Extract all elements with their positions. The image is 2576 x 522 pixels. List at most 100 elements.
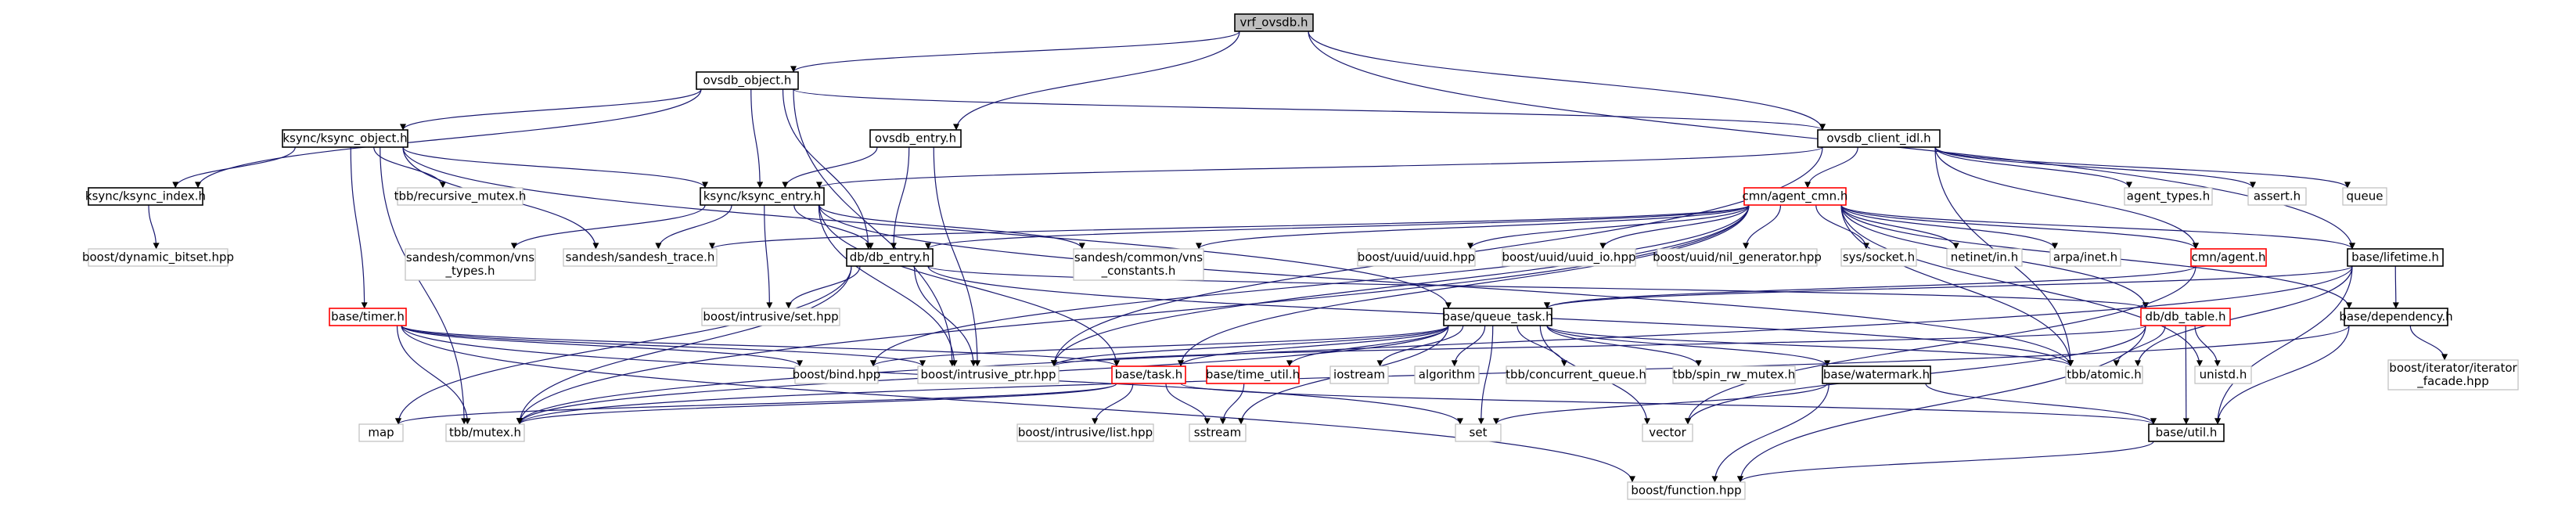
node-label: boost/bind.hpp <box>793 368 881 382</box>
node-ksync-ksync-object-h[interactable]: ksync/ksync_object.h <box>282 129 408 148</box>
edge-vrf-to-idl <box>1308 31 1826 131</box>
node-base-util-h[interactable]: base/util.h <box>2148 423 2225 442</box>
node-vrf-ovsdb-h[interactable]: vrf_ovsdb.h <box>1234 13 1314 32</box>
node-label: tbb/mutex.h <box>449 426 521 440</box>
node-box <box>700 187 825 206</box>
edge-btask-to-map <box>395 383 1117 425</box>
node-base-timer-h[interactable]: base/timer.h <box>329 308 407 326</box>
edge-btask-to-mutex <box>516 383 1117 425</box>
node-label: ksync/ksync_index.h <box>85 189 206 204</box>
node-db-db-entry-h[interactable]: db/db_entry.h <box>846 248 934 267</box>
node-boost-bind-hpp: boost/bind.hpp <box>793 365 881 384</box>
node-base-watermark-h[interactable]: base/watermark.h <box>1822 365 1931 384</box>
edge-qtask-to-wm <box>1546 325 1830 367</box>
edge-dbtable-to-atomic <box>2113 325 2166 367</box>
edge-ksobj-to-mutex <box>380 146 468 425</box>
node-boost-intrusive-set-hpp: boost/intrusive/set.hpp <box>701 308 840 326</box>
node-base-lifetime-h[interactable]: base/lifetime.h <box>2347 248 2444 267</box>
node-box <box>1822 365 1931 384</box>
edge-timer-to-btask <box>401 325 1120 367</box>
node-boost-intrusive-ptr-hpp: boost/intrusive_ptr.hpp <box>917 365 1060 384</box>
node-ksync-ksync-index-h[interactable]: ksync/ksync_index.h <box>85 187 206 206</box>
node-box <box>445 423 525 442</box>
node-box <box>846 248 934 267</box>
node-box <box>1840 248 1917 267</box>
edge-ksent-to-intrset <box>764 204 773 309</box>
node-base-dependency-h[interactable]: base/dependency.h <box>2339 308 2453 326</box>
edge-agcmn-to-atomic <box>1840 204 2074 367</box>
node-box <box>1206 365 1300 384</box>
edge-idl-to-agtypes <box>1934 146 2132 189</box>
node-box <box>2387 359 2519 391</box>
node-label: _facade.hpp <box>2416 374 2488 389</box>
node-label: boost/dynamic_bitset.hpp <box>82 250 234 265</box>
node-tbb-spin-rw-mutex-h: tbb/spin_rw_mutex.h <box>1672 365 1796 384</box>
node-tbb-mutex-h: tbb/mutex.h <box>445 423 525 442</box>
node-box <box>2148 423 2225 442</box>
edge-life-to-util <box>2214 265 2353 425</box>
edge-idl-to-assert <box>1934 146 2256 189</box>
node-label: tbb/spin_rw_mutex.h <box>1673 368 1796 383</box>
edge-timer-to-iptr <box>401 325 926 367</box>
node-base-queue-task-h[interactable]: base/queue_task.h <box>1442 308 1553 326</box>
node-box <box>1502 248 1636 267</box>
node-label: set <box>1470 426 1488 440</box>
node-sys-socket-h: sys/socket.h <box>1840 248 1917 267</box>
node-label: boost/uuid/uuid.hpp <box>1358 250 1475 265</box>
node-box <box>1234 13 1314 32</box>
edge-vrf-to-obj <box>790 31 1240 73</box>
edge-life-to-atomic <box>2135 265 2353 367</box>
edge-util-to-func <box>1737 441 2154 483</box>
edge-ksobj-to-ksent <box>402 146 708 189</box>
node-ovsdb-client-idl-h[interactable]: ovsdb_client_idl.h <box>1817 129 1941 148</box>
node-sandesh-common-vns-types-h: sandesh/common/vns_types.h <box>405 248 536 281</box>
node-box <box>1657 248 1818 267</box>
edge-wm-to-util <box>1925 383 2157 425</box>
node-ksync-ksync-entry-h[interactable]: ksync/ksync_entry.h <box>700 187 825 206</box>
node-label: cmn/agent.h <box>2191 250 2265 265</box>
node-box <box>2140 308 2231 326</box>
node-box <box>397 187 523 206</box>
node-label: ovsdb_client_idl.h <box>1826 131 1930 146</box>
node-label: db/db_table.h <box>2146 310 2226 325</box>
edge-agcmn-to-mutex <box>516 204 1750 425</box>
node-box <box>2347 248 2444 267</box>
edge-wm-to-set <box>1493 383 1828 425</box>
node-label: queue <box>2347 189 2384 203</box>
node-box <box>2247 187 2307 206</box>
node-sstream: sstream <box>1189 423 1247 442</box>
node-ovsdb-object-h[interactable]: ovsdb_object.h <box>696 71 799 90</box>
node-base-time-util-h[interactable]: base/time_util.h <box>1206 365 1300 384</box>
node-label: cmn/agent_cmn.h <box>1743 189 1848 204</box>
edge-ovent-to-dbent <box>890 146 910 250</box>
edge-dbent-to-dbtable <box>927 265 2149 309</box>
node-label: ksync/ksync_entry.h <box>703 189 822 204</box>
edge-agent-to-qtask <box>1544 265 2196 309</box>
node-label: _constants.h <box>1101 264 1176 279</box>
node-label: base/queue_task.h <box>1442 310 1552 325</box>
node-ovsdb-entry-h[interactable]: ovsdb_entry.h <box>869 129 962 148</box>
edge-timer-to-bind <box>401 325 803 367</box>
node-box <box>1455 423 1502 442</box>
edge-qtask-to-atomic <box>1546 325 2074 367</box>
node-cmn-agent-cmn-h[interactable]: cmn/agent_cmn.h <box>1743 187 1848 206</box>
node-label: vector <box>1649 426 1686 440</box>
node-label: sys/socket.h <box>1843 250 1915 265</box>
node-boost-intrusive-list-hpp: boost/intrusive/list.hpp <box>1016 423 1154 442</box>
node-base-task-h[interactable]: base/task.h <box>1111 365 1186 384</box>
edge-dbent-to-map <box>395 265 852 425</box>
edge-dbent-to-mutex <box>516 265 852 425</box>
node-label: sandesh/common/vns <box>1074 250 1203 265</box>
node-label: db/db_entry.h <box>850 250 930 265</box>
node-box <box>1111 365 1186 384</box>
node-boost-uuid-nil-generator-hpp: boost/uuid/nil_generator.hpp <box>1653 248 1822 267</box>
node-label: sandesh/sandesh_trace.h <box>566 250 715 265</box>
node-label: netinet/in.h <box>1951 250 2018 265</box>
edge-ksobj-to-timer <box>350 146 368 309</box>
edge-ksidx-to-bdyn <box>148 204 160 250</box>
node-tbb-atomic-h: tbb/atomic.h <box>2065 365 2143 384</box>
node-box <box>2344 308 2448 326</box>
node-db-db-table-h[interactable]: db/db_table.h <box>2140 308 2231 326</box>
node-cmn-agent-h[interactable]: cmn/agent.h <box>2190 248 2267 267</box>
node-label: tbb/concurrent_queue.h <box>1506 368 1646 383</box>
